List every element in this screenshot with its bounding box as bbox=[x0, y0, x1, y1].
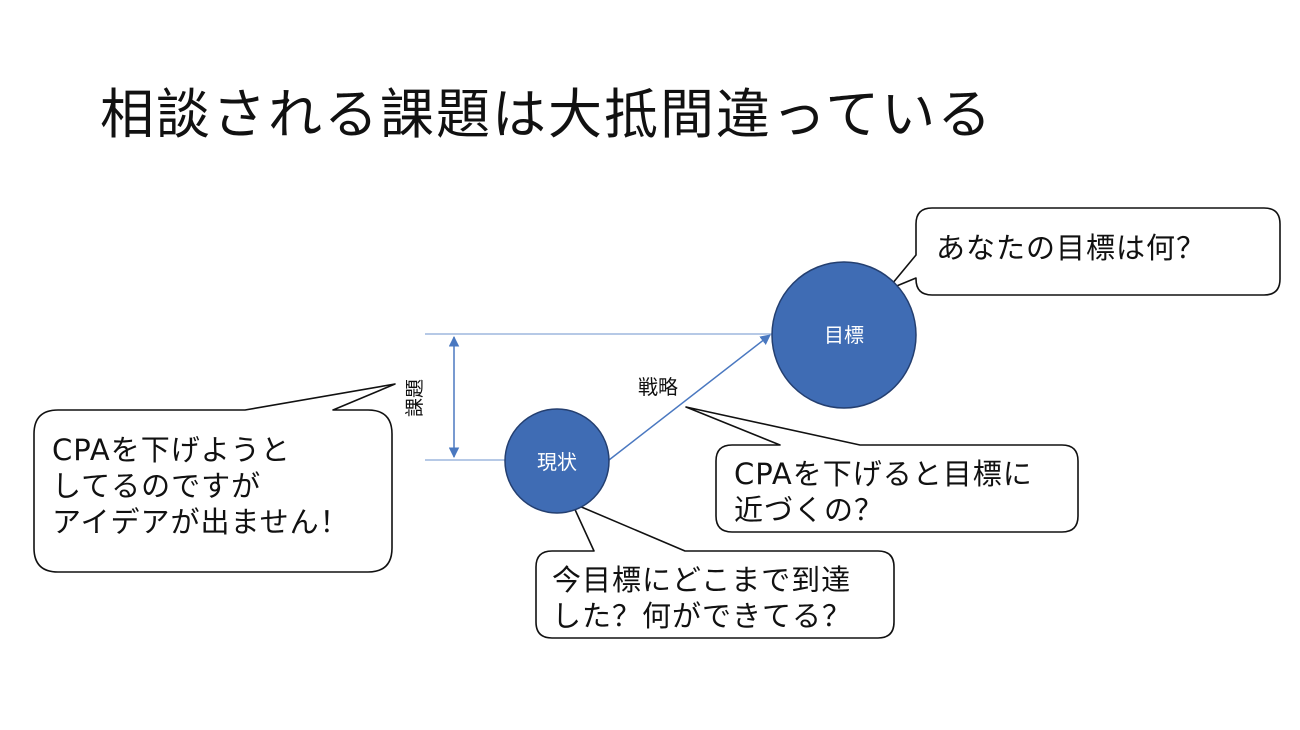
strategy-arrow bbox=[608, 334, 771, 461]
callout-client-line: アイデアが出ません！ bbox=[52, 505, 350, 539]
callout-client-line: してるのですが bbox=[52, 469, 262, 503]
goal-node: 目標 bbox=[771, 261, 917, 409]
callout-client-line: CPAを下げようと bbox=[52, 433, 291, 467]
slide-title: 相談される課題は大抵間違っている bbox=[100, 83, 994, 146]
gap-label: 課題 bbox=[404, 379, 426, 417]
current-state-node: 現状 bbox=[504, 408, 610, 514]
callout-strategy-text: CPAを下げると目標に 近づくの？ bbox=[734, 456, 1033, 528]
callout-current-line: 今目標にどこまで到達 bbox=[552, 563, 852, 597]
strategy-label: 戦略 bbox=[638, 375, 678, 399]
callout-current-bubble bbox=[535, 502, 895, 639]
callout-current-text: 今目標にどこまで到達 した？何ができてる？ bbox=[552, 562, 852, 634]
callout-current-line: した？何ができてる？ bbox=[552, 599, 853, 633]
goal-label: 目標 bbox=[824, 323, 864, 347]
callout-strategy-line: CPAを下げると目標に bbox=[734, 457, 1033, 491]
callout-strategy-line: 近づくの？ bbox=[734, 493, 885, 527]
current-state-label: 現状 bbox=[537, 450, 577, 474]
callout-goal-line: あなたの目標は何？ bbox=[936, 231, 1207, 265]
callout-goal-text: あなたの目標は何？ bbox=[936, 230, 1206, 266]
callout-client-text: CPAを下げようと してるのですが アイデアが出ません！ bbox=[52, 432, 350, 540]
callout-goal-bubble bbox=[886, 207, 1281, 296]
callout-strategy-bubble bbox=[685, 406, 1079, 533]
callout-client-bubble bbox=[33, 383, 396, 573]
